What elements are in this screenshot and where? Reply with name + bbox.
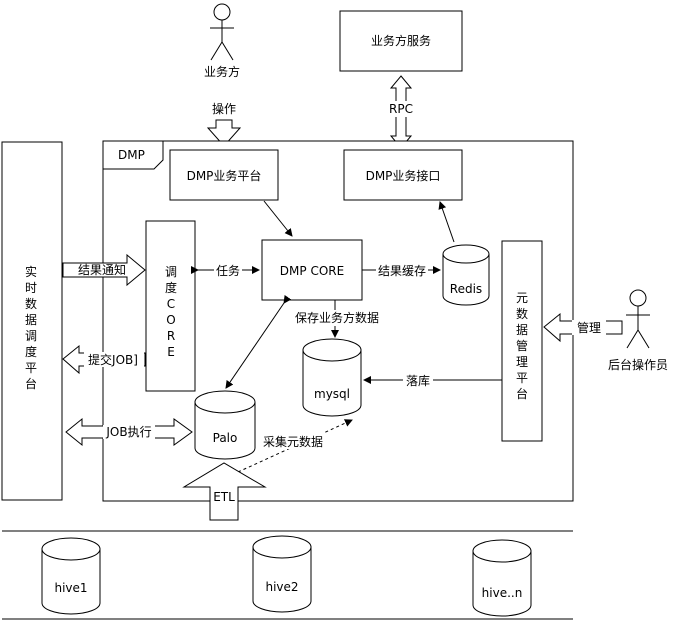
result-notify-label: 结果通知 bbox=[78, 263, 126, 277]
etl-label: ETL bbox=[213, 490, 235, 504]
metadata-platform-char: 据 bbox=[516, 323, 528, 337]
realtime-platform-char: 时 bbox=[25, 281, 37, 295]
redis-to-interface-arrow bbox=[438, 201, 455, 243]
scheduler-core-char: C bbox=[167, 297, 175, 311]
realtime-platform-char: 调 bbox=[25, 329, 37, 343]
dmp-business-platform-box bbox=[169, 149, 279, 201]
hiven-label: hive..n bbox=[482, 586, 523, 600]
scheduler-core-char: R bbox=[167, 329, 175, 343]
save-business-data-label: 保存业务方数据 bbox=[295, 310, 379, 325]
scheduler-core-box bbox=[145, 220, 196, 392]
metadata-platform-char: 数 bbox=[516, 306, 528, 321]
dmp-business-interface-label: DMP业务接口 bbox=[366, 168, 441, 183]
metadata-management-platform bbox=[501, 240, 543, 442]
backend-operator-label: 后台操作员 bbox=[608, 357, 668, 372]
dmp-core-box bbox=[261, 239, 363, 301]
collect-metadata-label: 采集元数据 bbox=[263, 434, 323, 449]
realtime-platform-char: 数 bbox=[25, 296, 37, 311]
metadata-platform-char: 元 bbox=[516, 291, 528, 305]
metadata-management-platform-label: 元数据管理平台 bbox=[516, 291, 528, 401]
operate-label: 操作 bbox=[212, 101, 236, 116]
realtime-platform-char: 平 bbox=[25, 361, 37, 375]
result-cache-label: 结果缓存 bbox=[378, 264, 426, 278]
core-palo-arrow bbox=[225, 294, 292, 389]
metadata-platform-char: 台 bbox=[516, 386, 528, 401]
redis-database: Redis bbox=[442, 244, 490, 306]
dmp-business-interface-box bbox=[343, 149, 463, 201]
realtime-scheduling-platform-label: 实时数据调度平台 bbox=[25, 264, 37, 391]
palo-database: Palo bbox=[194, 390, 256, 460]
mysql-database: mysql bbox=[302, 338, 362, 417]
business-service-box bbox=[339, 10, 463, 72]
business-actor-label: 业务方 bbox=[204, 64, 240, 79]
realtime-scheduling-platform bbox=[1, 141, 63, 501]
person-icon bbox=[626, 289, 650, 349]
business-service-label: 业务方服务 bbox=[371, 33, 431, 48]
job-exec-label: JOB执行 bbox=[105, 425, 151, 439]
business-actor: 业务方 bbox=[204, 3, 240, 79]
mysql-label: mysql bbox=[314, 387, 350, 401]
hive2-label: hive2 bbox=[265, 580, 298, 594]
redis-label: Redis bbox=[450, 282, 482, 296]
etl-arrow bbox=[182, 462, 267, 521]
realtime-platform-char: 台 bbox=[25, 376, 37, 391]
scheduler-core-char: E bbox=[167, 345, 175, 359]
metadata-platform-char: 平 bbox=[516, 371, 528, 385]
submit-job-label: 提交JOB] bbox=[88, 352, 138, 367]
hive2-database: hive2 bbox=[252, 535, 312, 613]
metadata-platform-char: 管 bbox=[516, 338, 528, 353]
rpc-label: RPC bbox=[389, 102, 413, 116]
dmp-business-platform-label: DMP业务平台 bbox=[187, 168, 262, 183]
hive1-database: hive1 bbox=[41, 537, 101, 615]
hive1-label: hive1 bbox=[54, 581, 87, 595]
platform-to-core-arrow bbox=[263, 200, 293, 237]
realtime-platform-char: 度 bbox=[25, 344, 37, 359]
scheduler-core-char: 调 bbox=[165, 265, 177, 279]
metadata-platform-char: 理 bbox=[516, 355, 528, 369]
land-db-label: 落库 bbox=[406, 373, 430, 388]
task-label: 任务 bbox=[216, 263, 240, 278]
palo-label: Palo bbox=[213, 431, 238, 445]
dmp-frame-label: DMP bbox=[118, 148, 145, 162]
person-icon bbox=[210, 3, 234, 61]
scheduler-core-char: O bbox=[166, 313, 175, 327]
scheduler-core-char: 度 bbox=[165, 280, 177, 295]
result-notify-arrow bbox=[62, 253, 146, 287]
manage-label: 管理 bbox=[577, 320, 601, 335]
operate-arrow bbox=[206, 119, 242, 147]
backend-operator-actor: 后台操作员 bbox=[608, 289, 668, 372]
dmp-core-label: DMP CORE bbox=[280, 264, 344, 278]
realtime-platform-char: 据 bbox=[25, 313, 37, 327]
hiven-database: hive..n bbox=[472, 539, 532, 617]
realtime-platform-char: 实 bbox=[25, 264, 37, 279]
